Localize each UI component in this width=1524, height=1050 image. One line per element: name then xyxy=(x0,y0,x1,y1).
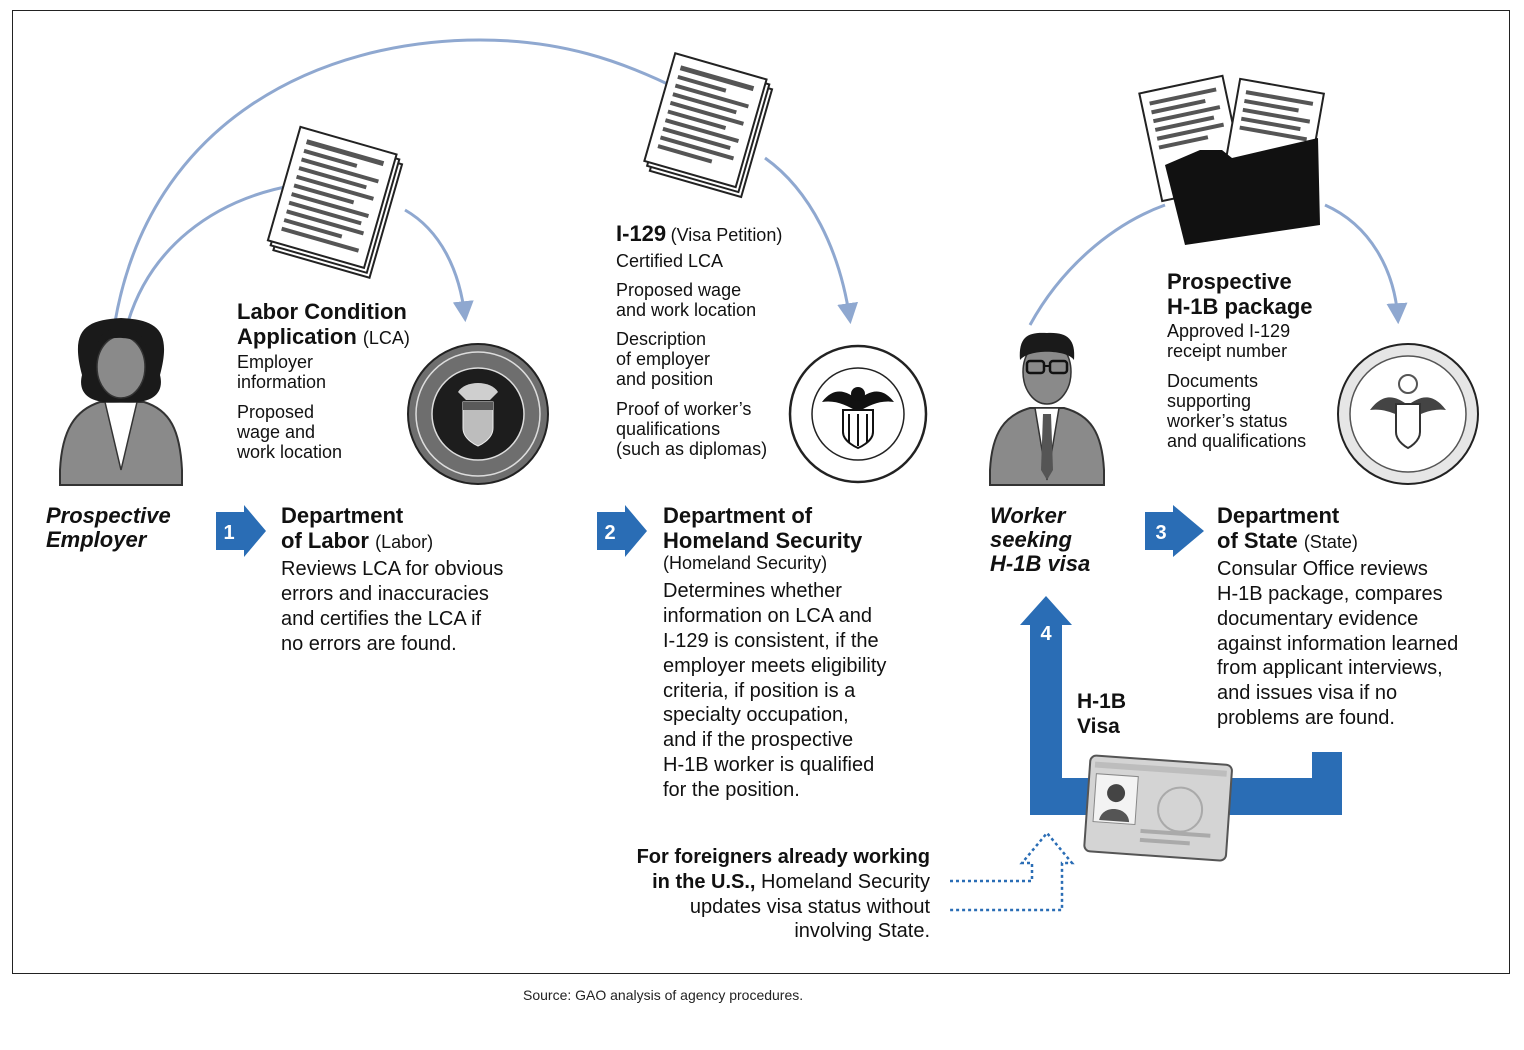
lca-block: Labor Condition Application (LCA) Employ… xyxy=(237,299,410,462)
package-block: Prospective H-1B package Approved I-129 … xyxy=(1167,269,1313,452)
visa-card-icon xyxy=(1083,754,1233,862)
step-2-subtitle: (Homeland Security) xyxy=(663,553,828,574)
arc-package-to-state xyxy=(1324,203,1408,325)
i129-title-note: (Visa Petition) xyxy=(670,225,783,245)
step-arrow-1: 1 xyxy=(216,505,266,557)
step-arrow-4: 4 xyxy=(1020,596,1342,815)
lca-title-note: (LCA) xyxy=(362,327,410,348)
i129-title: I-129 xyxy=(616,221,667,246)
arc-i129-to-dhs xyxy=(764,156,859,325)
dhs-seal-icon xyxy=(788,344,928,484)
worker-figure xyxy=(989,332,1105,486)
step-3-title-note: (State) xyxy=(1303,531,1358,552)
employer-figure xyxy=(59,318,183,486)
step-2-title-line2: Homeland Security xyxy=(663,527,863,553)
package-title-line2: H-1B package xyxy=(1167,293,1313,319)
step-arrow-2: 2 xyxy=(597,505,647,557)
i129-block: I-129 (Visa Petition) Certified LCA Prop… xyxy=(616,221,783,459)
lca-title-line2: Application xyxy=(237,323,357,349)
step-number-1: 1 xyxy=(223,522,234,544)
step-number-3: 3 xyxy=(1155,522,1166,544)
arc-worker-to-package xyxy=(1028,203,1166,326)
step-1-title-note: (Labor) xyxy=(375,531,434,552)
step-1-block: Department of Labor (Labor) Reviews LCA … xyxy=(281,503,504,655)
package-folder-icon xyxy=(1138,74,1326,245)
lca-title-line1: Labor Condition xyxy=(237,299,407,324)
dotted-arrow xyxy=(950,831,1075,912)
state-seal-icon xyxy=(1337,343,1479,485)
step-number-4: 4 xyxy=(1040,623,1052,645)
source-note: Source: GAO analysis of agency procedure… xyxy=(523,987,804,1003)
lca-document-icon xyxy=(266,125,404,280)
step-3-title-line1: Department xyxy=(1217,503,1340,528)
arc-lca-to-labor xyxy=(404,208,474,323)
arc-employer-to-i129 xyxy=(113,38,681,323)
i129-document-icon xyxy=(643,52,774,199)
step-3-block: Department of State (State) Consular Off… xyxy=(1217,503,1459,730)
step-arrow-3: 3 xyxy=(1145,505,1204,557)
step-number-2: 2 xyxy=(604,522,615,544)
diagram-frame xyxy=(12,10,1510,974)
step-2-block: Department of Homeland Security (Homelan… xyxy=(663,503,887,801)
labor-seal-icon xyxy=(407,343,549,485)
step-1-title-line1: Department xyxy=(281,503,404,528)
foreigners-note: For foreigners already working in the U.… xyxy=(636,846,930,943)
package-title-line1: Prospective xyxy=(1167,269,1292,294)
arc-employer-to-lca xyxy=(126,183,296,323)
step-1-title-line2: of Labor xyxy=(281,527,369,553)
step-2-title-line1: Department of xyxy=(663,503,813,528)
step-3-title-line2: of State xyxy=(1217,527,1298,553)
